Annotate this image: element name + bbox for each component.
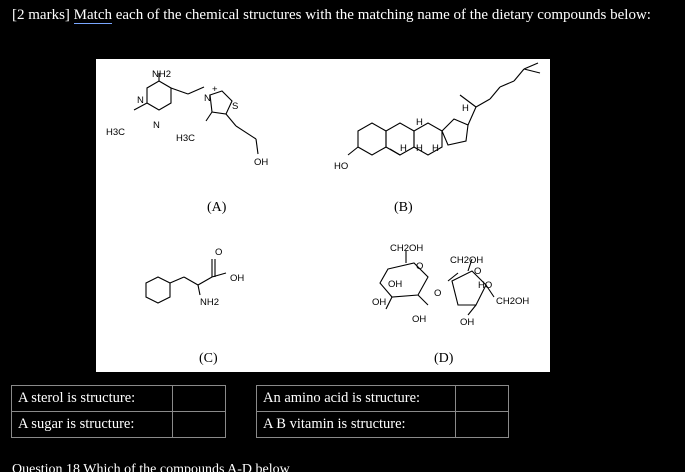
structure-a-bonds — [133, 73, 259, 155]
caption-c: (C) — [199, 351, 218, 366]
next-question-partial: Question 18 Which of the compounds A-D b… — [12, 462, 290, 472]
answer-row-b-vitamin: A B vitamin is structure: — [256, 411, 509, 438]
a-s: S — [232, 101, 238, 112]
answer-row-sugar: A sugar is structure: — [11, 411, 226, 438]
c-oh: OH — [230, 273, 244, 284]
b-h1: H — [416, 117, 423, 128]
sugar-answer-box[interactable] — [172, 411, 226, 438]
d-oh1: OH — [388, 279, 402, 290]
a-n2: N — [153, 120, 160, 131]
d-o2: O — [434, 288, 441, 299]
structure-c-bonds — [145, 259, 227, 304]
b-vitamin-prompt: A B vitamin is structure: — [256, 411, 456, 438]
b-ho: HO — [334, 161, 348, 172]
a-n-plus: N — [204, 93, 211, 104]
c-o: O — [215, 247, 222, 258]
a-plus: + — [212, 84, 218, 95]
d-ch2oh-2: CH2OH — [450, 255, 483, 266]
sterol-answer-box[interactable] — [172, 385, 226, 412]
d-ho: HO — [478, 280, 492, 291]
b-h5: H — [462, 103, 469, 114]
marks-label: [2 marks] — [12, 7, 70, 23]
structure-b-bonds — [347, 62, 541, 156]
a-h3c-2: H3C — [176, 133, 195, 144]
sugar-prompt: A sugar is structure: — [11, 411, 173, 438]
answer-row-amino-acid: An amino acid is structure: — [256, 385, 509, 412]
sterol-prompt: A sterol is structure: — [11, 385, 173, 412]
structures-figure: NH2 N N H3C H3C N + S OH (A) HO H H H H … — [96, 59, 550, 372]
b-h2: H — [400, 143, 407, 154]
caption-a: (A) — [207, 200, 227, 215]
d-ch2oh-3: CH2OH — [496, 296, 529, 307]
amino-acid-answer-box[interactable] — [455, 385, 509, 412]
d-o3: O — [474, 266, 481, 277]
answer-row-sterol: A sterol is structure: — [11, 385, 226, 412]
d-ch2oh-1: CH2OH — [390, 243, 423, 254]
amino-acid-prompt: An amino acid is structure: — [256, 385, 456, 412]
structures-svg: NH2 N N H3C H3C N + S OH (A) HO H H H H … — [106, 62, 541, 366]
b-h3: H — [416, 143, 423, 154]
a-h3c-1: H3C — [106, 127, 125, 138]
d-o1: O — [416, 261, 423, 272]
caption-b: (B) — [394, 200, 413, 215]
caption-d: (D) — [434, 351, 454, 366]
answers-right-table: An amino acid is structure: A B vitamin … — [256, 385, 509, 438]
question-text: [2 marks] Match each of the chemical str… — [12, 6, 672, 25]
b-h4: H — [432, 143, 439, 154]
match-word: Match — [73, 7, 112, 24]
answers-left-table: A sterol is structure: A sugar is struct… — [11, 385, 226, 438]
structure-d-bonds — [379, 251, 495, 316]
d-oh4: OH — [460, 317, 474, 328]
a-nh2: NH2 — [152, 69, 171, 80]
question-body: each of the chemical structures with the… — [115, 7, 651, 23]
c-nh2: NH2 — [200, 297, 219, 308]
d-oh3: OH — [412, 314, 426, 325]
a-n1: N — [137, 95, 144, 106]
d-oh2: OH — [372, 297, 386, 308]
b-vitamin-answer-box[interactable] — [455, 411, 509, 438]
a-oh: OH — [254, 157, 268, 168]
